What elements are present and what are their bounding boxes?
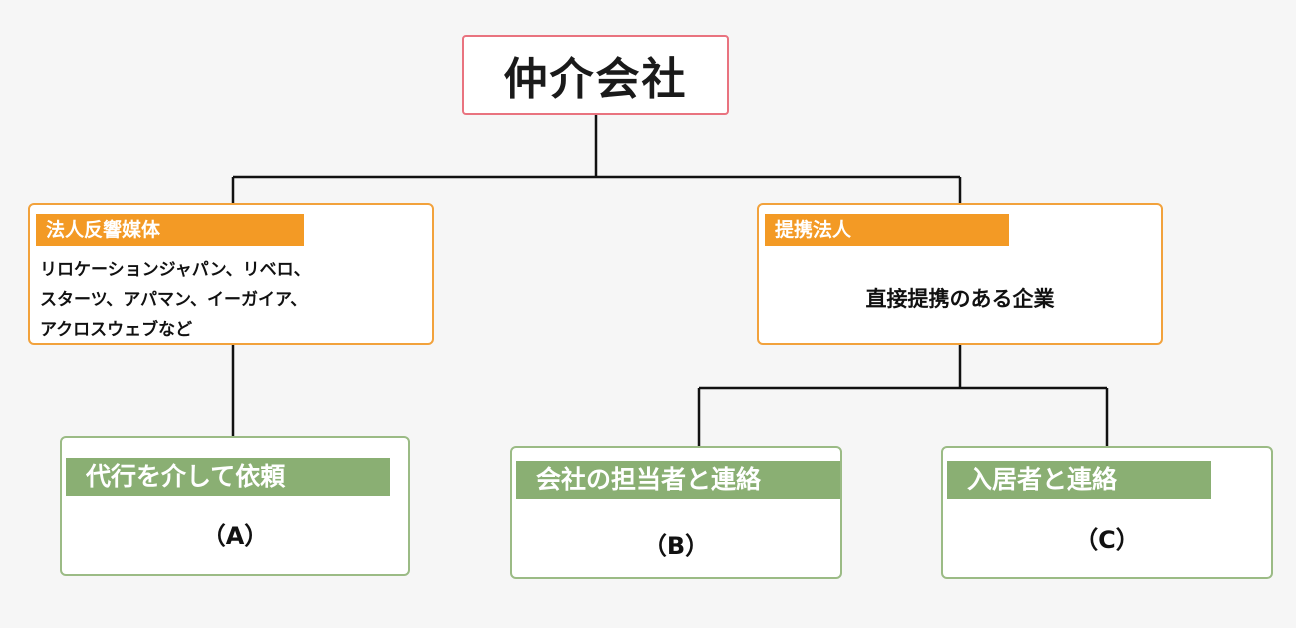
root-node: 仲介会社 bbox=[462, 35, 729, 115]
partner-tag: 提携法人 bbox=[765, 214, 1009, 246]
option-c-mark: （C） bbox=[1074, 526, 1140, 554]
option-a-mark: （A） bbox=[201, 522, 269, 550]
media-line: スターツ、アパマン、イーガイア、 bbox=[40, 290, 308, 310]
media-tag: 法人反響媒体 bbox=[36, 214, 304, 246]
option-c-node: 入居者と連絡 （C） bbox=[941, 446, 1273, 579]
option-b-mark: （B） bbox=[642, 532, 710, 560]
option-b-tag: 会社の担当者と連絡 bbox=[516, 461, 840, 499]
option-c-tag: 入居者と連絡 bbox=[947, 461, 1211, 499]
root-title: 仲介会社 bbox=[503, 54, 688, 105]
media-line: アクロスウェブなど bbox=[40, 320, 193, 340]
partner-description: 直接提携のある企業 bbox=[865, 287, 1055, 311]
option-b-node: 会社の担当者と連絡 （B） bbox=[510, 446, 842, 579]
media-node: 法人反響媒体 リロケーションジャパン、リベロ、 スターツ、アパマン、イーガイア、… bbox=[28, 203, 434, 345]
option-a-node: 代行を介して依頼 （A） bbox=[60, 436, 410, 576]
media-description: リロケーションジャパン、リベロ、 スターツ、アパマン、イーガイア、 アクロスウェ… bbox=[40, 255, 430, 345]
media-line: リロケーションジャパン、リベロ、 bbox=[40, 260, 311, 280]
option-a-tag: 代行を介して依頼 bbox=[66, 458, 390, 496]
partner-node: 提携法人 直接提携のある企業 bbox=[757, 203, 1163, 345]
